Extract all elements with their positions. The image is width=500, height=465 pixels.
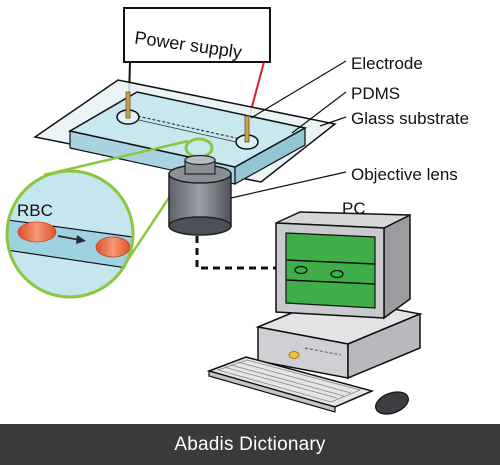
power-supply: Power supply <box>123 7 271 63</box>
keyboard-front <box>208 370 336 413</box>
pc-monitor <box>275 211 411 320</box>
key-area <box>216 359 362 403</box>
screen-cell-1 <box>294 265 308 275</box>
rbc-cell-2 <box>95 236 131 258</box>
keyboard <box>206 356 375 413</box>
electrode-pin-left <box>125 91 131 119</box>
electrode-right <box>235 115 259 150</box>
electrode-label: Electrode <box>351 54 423 73</box>
microfluidic-setup-diagram: Power supply <box>5 7 469 415</box>
electrode-leader <box>250 60 347 119</box>
flow-arrow <box>57 235 81 241</box>
drive-slot <box>304 347 342 356</box>
pdms-label: PDMS <box>351 84 400 103</box>
callout-line-top <box>43 139 189 177</box>
screen-channel-bottom <box>285 279 376 285</box>
glass-leader <box>319 116 347 127</box>
key-row-1 <box>223 366 338 399</box>
electrode-pin-right <box>244 115 250 143</box>
monitor-side <box>383 213 411 320</box>
pc-base <box>255 296 423 380</box>
rbc-label: RBC <box>17 201 53 220</box>
screen-channel-top <box>285 259 376 265</box>
data-cable <box>195 236 283 270</box>
footer-bar: Abadis Dictionary <box>0 424 500 465</box>
objective-leader <box>230 171 347 199</box>
pdms-leader <box>291 91 347 134</box>
zoom-inset: RBC <box>5 169 135 299</box>
glass-substrate-label: Glass substrate <box>351 109 469 128</box>
rbc-cell-1 <box>17 221 57 243</box>
pc-base-side <box>347 312 421 380</box>
footer-title: Abadis Dictionary <box>174 433 326 455</box>
lens-bottom <box>168 216 232 236</box>
objective-lens <box>168 154 232 236</box>
red-wire <box>249 61 265 115</box>
key-row-3 <box>237 361 352 394</box>
monitor-screen <box>285 232 376 309</box>
electrode-left <box>116 91 140 125</box>
lens-tip-top <box>184 154 216 166</box>
screen-cell-2 <box>330 269 344 279</box>
key-row-2 <box>230 364 345 397</box>
flow-arrow-head <box>76 235 86 244</box>
microchannel-edge <box>129 117 246 145</box>
power-led <box>288 351 300 359</box>
power-supply-box <box>123 7 271 63</box>
objective-lens-label: Objective lens <box>351 165 458 184</box>
zoom-inset-border <box>5 169 135 299</box>
mouse <box>375 391 409 415</box>
